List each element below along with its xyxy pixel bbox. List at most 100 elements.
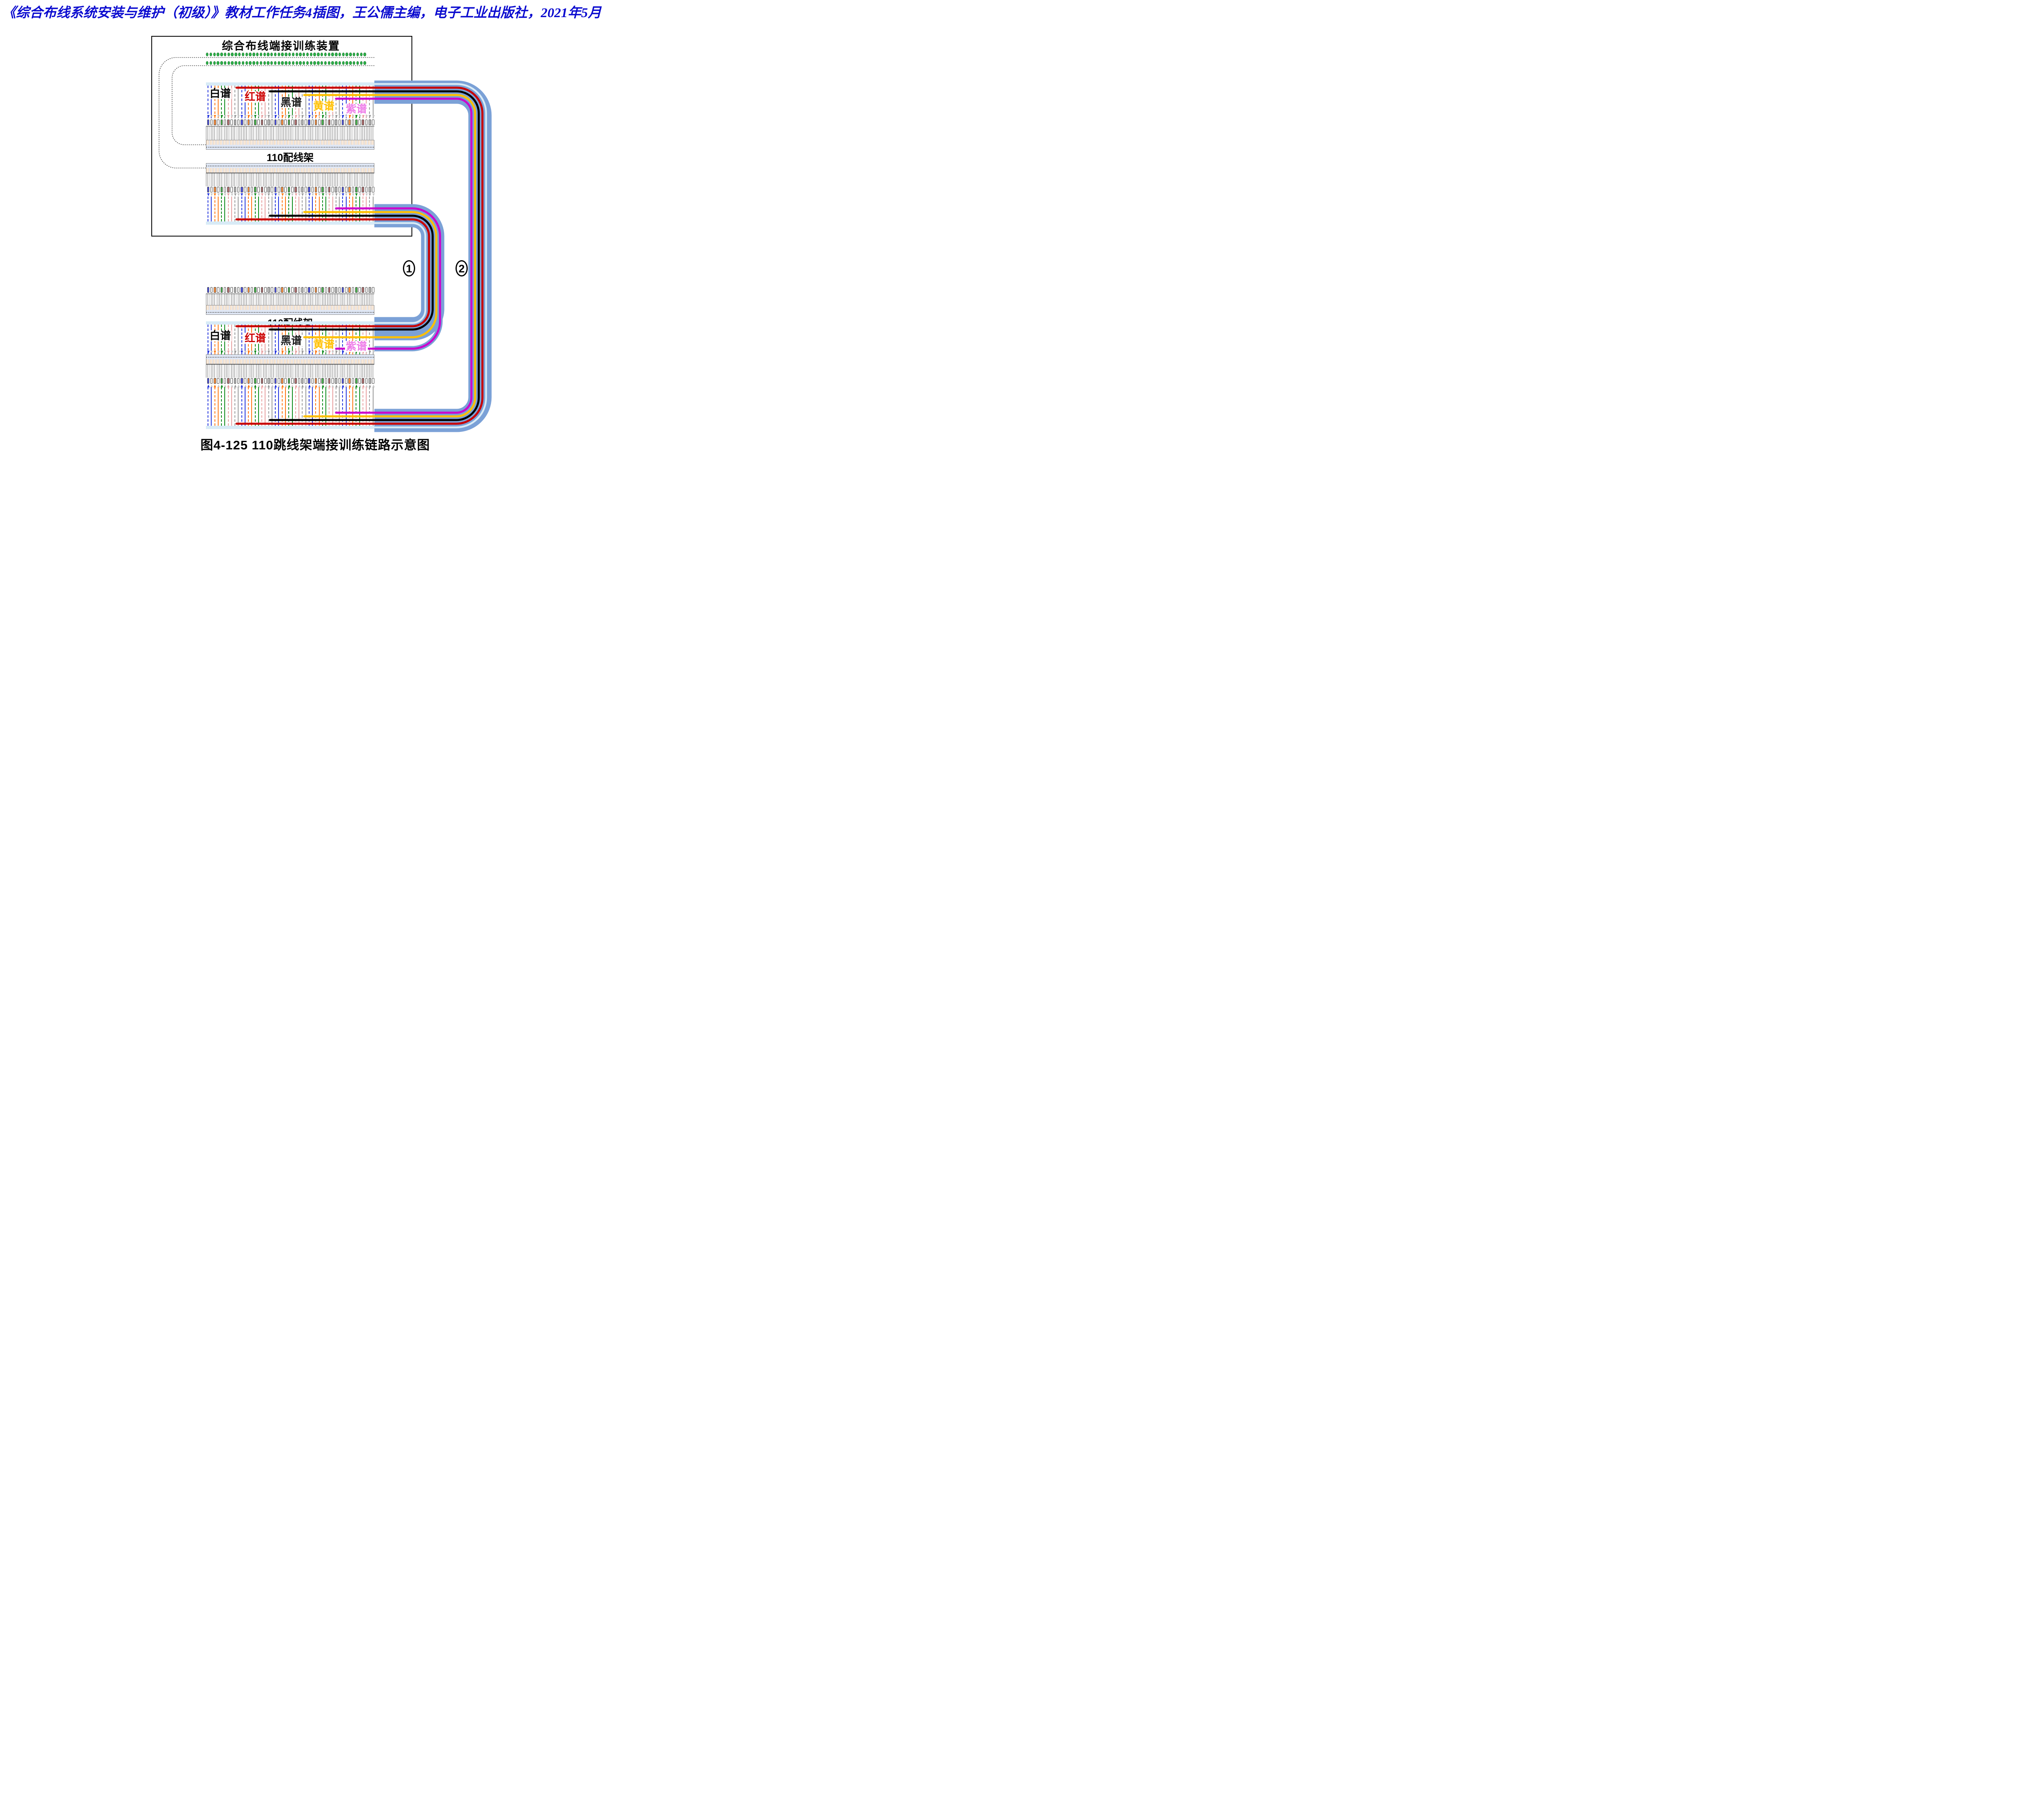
clip-white [237, 378, 240, 384]
panel4-110-clip-row [206, 378, 374, 385]
clip-white [332, 187, 334, 192]
wire-blue [211, 387, 212, 426]
panel1-bar-dotted-line [206, 147, 374, 148]
wire-green [325, 387, 327, 426]
wire-green [258, 197, 259, 221]
panel4-lower-wire-arrowheads [206, 385, 375, 388]
green-terminal-dot [299, 52, 302, 57]
spectrum-label-5: 紫谱 [345, 340, 368, 352]
clip-white [345, 287, 347, 293]
wire-arrowhead [247, 193, 250, 196]
wire-arrowhead [338, 385, 341, 387]
wire-arrowhead [298, 193, 301, 196]
wire-blue [345, 387, 347, 426]
clip-white [244, 187, 246, 192]
clip-white [217, 378, 219, 384]
wire-arrowhead [352, 385, 354, 387]
green-terminal-dot [317, 61, 320, 65]
wire-arrowhead [207, 115, 210, 118]
green-terminal-dot [223, 52, 227, 57]
clip-white [338, 378, 341, 384]
clip-orange [348, 378, 351, 384]
wire-blue [342, 86, 343, 118]
wire-brown [261, 387, 263, 426]
wire-arrowhead [224, 385, 227, 387]
clip-brown [294, 187, 297, 192]
wire-arrowhead [342, 351, 345, 354]
wire-arrowhead [230, 193, 233, 196]
clip-orange [348, 119, 351, 125]
wire-arrowhead [362, 193, 365, 196]
green-dots-row-1 [206, 52, 374, 57]
wire-arrowhead [220, 385, 223, 387]
green-terminal-dot [353, 61, 356, 65]
wire-arrowhead [301, 193, 304, 196]
wire-arrowhead [372, 385, 375, 387]
clip-slate [335, 287, 337, 293]
wire-arrowhead [358, 115, 361, 118]
wire-arrowhead [365, 351, 368, 354]
wire-arrowhead [268, 385, 270, 387]
clip-slate [335, 378, 337, 384]
clip-white [257, 187, 260, 192]
wire-arrowhead [348, 385, 351, 387]
clip-white [325, 378, 327, 384]
wire-arrowhead [372, 115, 375, 118]
green-terminal-dot [356, 61, 359, 65]
wire-brown [231, 197, 232, 221]
clip-white [264, 287, 267, 293]
wire-arrowhead [332, 385, 334, 387]
wire-green [224, 197, 226, 221]
clip-brown [227, 378, 230, 384]
clip-brown [261, 378, 263, 384]
wire-arrowhead [271, 193, 274, 196]
wire-arrowhead [355, 385, 358, 387]
wire-arrowhead [365, 193, 368, 196]
green-terminal-dot [288, 61, 291, 65]
wire-green [359, 325, 360, 354]
wire-arrowhead [291, 351, 294, 354]
clip-green [321, 378, 324, 384]
clip-green [355, 119, 358, 125]
wire-slate [302, 387, 303, 426]
panel2-wire-arrowheads [206, 193, 375, 197]
cable-routing-layer [159, 57, 492, 432]
wire-slate [238, 86, 239, 118]
clip-blue [207, 187, 210, 192]
clip-white [264, 378, 267, 384]
clip-blue [207, 378, 210, 384]
wire-arrowhead [230, 115, 233, 118]
wire-orange [315, 387, 316, 426]
clip-slate [268, 287, 270, 293]
wire-blue [342, 325, 343, 354]
wire-arrowhead [210, 193, 213, 196]
clip-green [254, 119, 257, 125]
wire-orange [352, 387, 354, 426]
clip-white [271, 119, 274, 125]
clip-orange [348, 187, 351, 192]
green-terminal-dot [209, 52, 212, 57]
clip-white [277, 187, 280, 192]
wire-slate [305, 197, 306, 221]
wire-arrowhead [217, 193, 220, 196]
wire-arrowhead [332, 193, 334, 196]
green-terminal-dot [303, 61, 305, 65]
wire-arrowhead [264, 385, 267, 387]
clip-slate [335, 187, 337, 192]
wire-arrowhead [338, 115, 341, 118]
panel1-wire-arrowheads [206, 115, 375, 118]
clip-white [372, 119, 374, 125]
wire-arrowhead [345, 385, 348, 387]
spectrum-label-1: 白谱 [209, 87, 232, 100]
wire-brown [366, 86, 367, 118]
clip-white [277, 119, 280, 125]
wire-arrowhead [220, 193, 223, 196]
green-terminal-dot [263, 61, 266, 65]
clip-white [257, 287, 260, 293]
clip-green [355, 287, 358, 293]
clip-green [287, 187, 290, 192]
green-terminal-dot [256, 61, 259, 65]
wire-brown [261, 197, 263, 221]
wire-arrowhead [264, 351, 267, 354]
wire-blue [342, 387, 343, 426]
